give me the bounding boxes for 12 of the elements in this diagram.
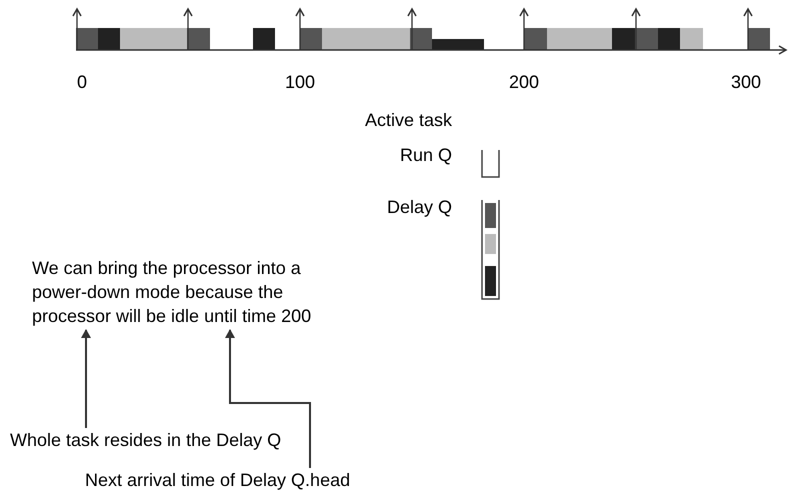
caption-text: Next arrival time of Delay Q.head — [85, 468, 350, 492]
tick-label: 100 — [285, 71, 316, 94]
caption-text: Whole task resides in the Delay Q — [10, 428, 282, 452]
row-label: Delay Q — [387, 196, 452, 219]
arrow — [81, 329, 91, 428]
row-label: Active task — [365, 109, 452, 132]
note-text: We can bring the processor into a power-down mode because the processor will be idle until time 200 — [32, 256, 332, 328]
tick-label: 0 — [77, 71, 88, 94]
arrow — [225, 329, 311, 468]
tick-label: 300 — [731, 71, 762, 94]
tick-label: 200 — [509, 71, 540, 94]
row-label: Run Q — [400, 144, 452, 167]
